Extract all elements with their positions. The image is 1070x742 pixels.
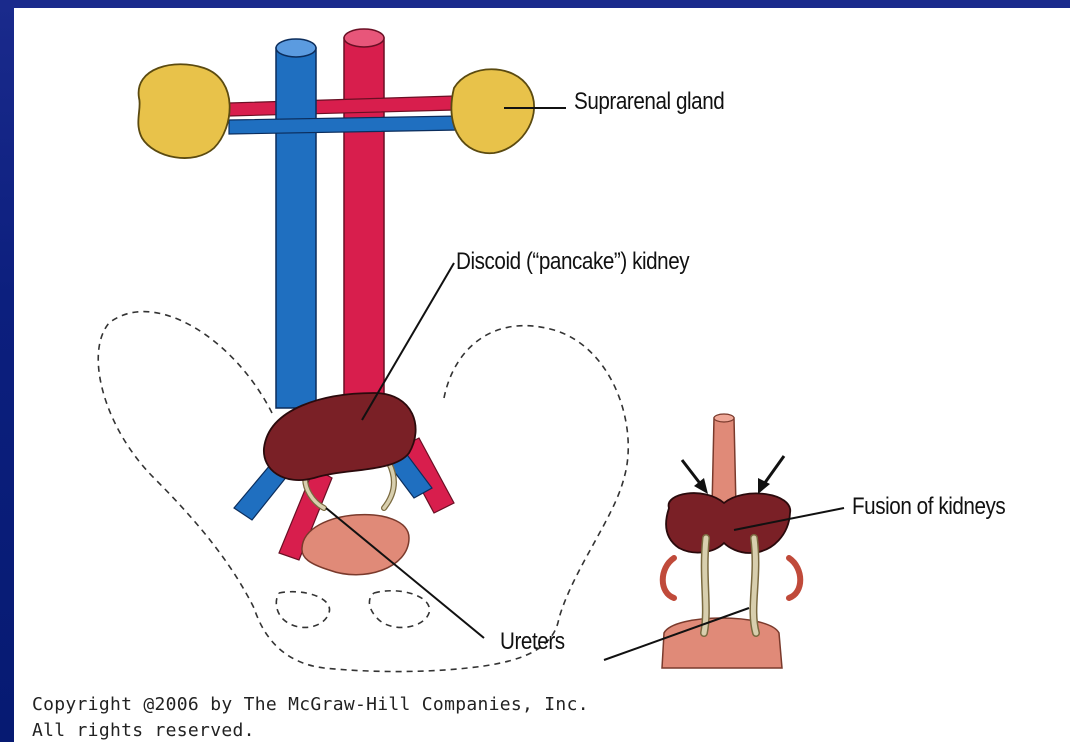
label-discoid-kidney: Discoid (“pancake”) kidney <box>456 248 689 276</box>
fusion-arrow-right <box>758 456 784 494</box>
fused-kidneys-figure <box>662 414 800 668</box>
fusion-arrow-left <box>682 460 708 494</box>
copyright-line-1: Copyright @2006 by The McGraw-Hill Compa… <box>32 694 589 715</box>
label-ureters: Ureters <box>500 628 565 656</box>
label-suprarenal-gland: Suprarenal gland <box>574 88 724 116</box>
copyright-line-2: All rights reserved. <box>32 720 255 741</box>
label-fusion-of-kidneys: Fusion of kidneys <box>852 493 1005 521</box>
bladder <box>302 515 409 575</box>
figure-panel: Suprarenal gland Discoid (“pancake”) kid… <box>14 8 1070 742</box>
